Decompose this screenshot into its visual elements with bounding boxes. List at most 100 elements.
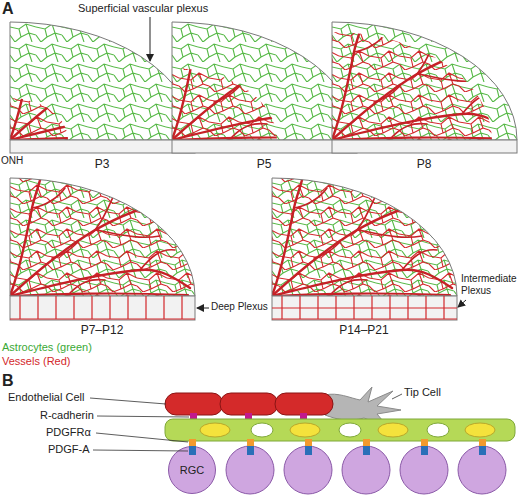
retina-wedge	[10, 22, 195, 140]
astrocyte-band	[378, 423, 408, 437]
rgc-cell	[400, 446, 448, 494]
retina-wedge	[172, 22, 357, 140]
retina-wedge	[10, 178, 195, 296]
pdgfr-receptor	[247, 439, 254, 446]
retina-wedge	[10, 24, 190, 140]
pdgfr-receptor	[189, 439, 196, 446]
retina-wedge	[272, 178, 457, 296]
retina-wedge	[332, 22, 517, 140]
leader-line	[93, 450, 188, 451]
retina-wedge	[10, 180, 190, 296]
part-label: R-cadherin	[40, 409, 94, 422]
retina-wedge	[10, 22, 195, 153]
astrocyte-band	[339, 423, 361, 437]
retina-wedge	[332, 24, 512, 140]
endothelial-cell	[165, 393, 223, 415]
rgc-cell	[342, 446, 390, 494]
retina-wedge	[332, 22, 517, 140]
retina-wedge	[10, 22, 195, 140]
pdgf-ligand	[421, 446, 428, 455]
legend-text: Astrocytes (green)	[2, 341, 92, 353]
endothelial-cell	[165, 393, 333, 415]
retina-wedge	[272, 178, 457, 296]
leader-line	[90, 398, 166, 404]
pdgfr-receptor	[305, 439, 312, 446]
pointer-arrow	[458, 300, 466, 307]
astrocyte-band	[465, 423, 495, 437]
part-label: PDGFRα	[46, 426, 91, 439]
endothelial-cell	[275, 393, 333, 415]
retina-wedge	[10, 22, 195, 140]
part-label: Deep Plexus	[211, 301, 268, 313]
pdgf-ligand	[305, 446, 312, 455]
rgc-cell	[284, 446, 332, 494]
part-label: Superficial vascular plexus	[78, 2, 208, 15]
astrocyte-band	[165, 419, 515, 441]
pdgf-ligand	[189, 446, 196, 455]
legend-row: Vessels (Red)	[2, 355, 70, 368]
pdgfr-receptor	[363, 439, 370, 446]
legend-row: Astrocytes (green)	[2, 341, 92, 354]
part-label: Endothelial Cell	[8, 391, 84, 404]
age-label: P7–P12	[81, 324, 124, 338]
retina-wedge	[10, 178, 195, 296]
retina-wedge	[332, 22, 517, 153]
retina-wedge	[272, 178, 457, 296]
retina-wedge	[272, 178, 457, 296]
rgc-cell	[226, 446, 274, 494]
retina-wedge	[172, 24, 352, 140]
retina-wedge	[272, 178, 457, 320]
pdgf-ligand	[479, 446, 486, 455]
pointer-arrow	[150, 17, 466, 308]
retina-wedge	[10, 22, 195, 140]
pointer-arrow	[150, 17, 151, 61]
retina-wedge	[332, 22, 517, 140]
retina-wedge	[172, 140, 357, 153]
retina-wedge	[10, 140, 195, 153]
retina-wedge	[10, 178, 195, 296]
leader-line	[97, 416, 189, 417]
panel-letter: A	[2, 0, 14, 18]
age-label: P14–P21	[339, 324, 388, 338]
astrocyte-band	[165, 419, 515, 441]
pointer-arrow	[197, 308, 209, 309]
pdgfr-receptor	[421, 439, 428, 446]
retina-wedge	[172, 22, 357, 140]
astrocyte-band	[427, 423, 449, 437]
age-label: P8	[417, 158, 432, 172]
leader-line	[90, 394, 402, 451]
retina-wedge	[172, 22, 357, 140]
retina-wedge	[10, 178, 195, 296]
retina-wedge	[172, 22, 357, 140]
retina-wedge	[10, 296, 195, 319]
retina-wedge	[172, 22, 357, 140]
retina-wedge	[272, 180, 452, 296]
cell-outline	[169, 447, 216, 494]
part-label: PDGF-A	[48, 443, 90, 456]
leader-line	[392, 394, 402, 399]
endothelial-cell	[220, 393, 278, 415]
rgc-cell	[458, 446, 506, 494]
pdgf-ligand	[363, 446, 370, 455]
retina-wedge	[272, 296, 457, 319]
pdgf-ligand	[189, 446, 486, 455]
retina-wedge	[10, 178, 195, 320]
part-label: Intermediate Plexus	[461, 273, 519, 296]
leader-line	[96, 433, 188, 442]
part-label: ONH	[1, 155, 23, 167]
retina-wedge	[10, 22, 195, 140]
retina-wedge	[172, 22, 357, 153]
part-label: Tip Cell	[404, 386, 441, 399]
pdgfr-receptor	[189, 439, 486, 446]
retina-wedge	[10, 296, 195, 320]
astrocyte-band	[200, 423, 230, 437]
retina-wedge	[272, 296, 457, 320]
legend-text: Vessels (Red)	[2, 355, 70, 367]
pdgf-ligand	[247, 446, 254, 455]
rgc-cell	[226, 446, 506, 494]
retina-wedge	[10, 178, 195, 296]
pdgfr-receptor	[479, 439, 486, 446]
retina-wedge	[332, 22, 517, 140]
